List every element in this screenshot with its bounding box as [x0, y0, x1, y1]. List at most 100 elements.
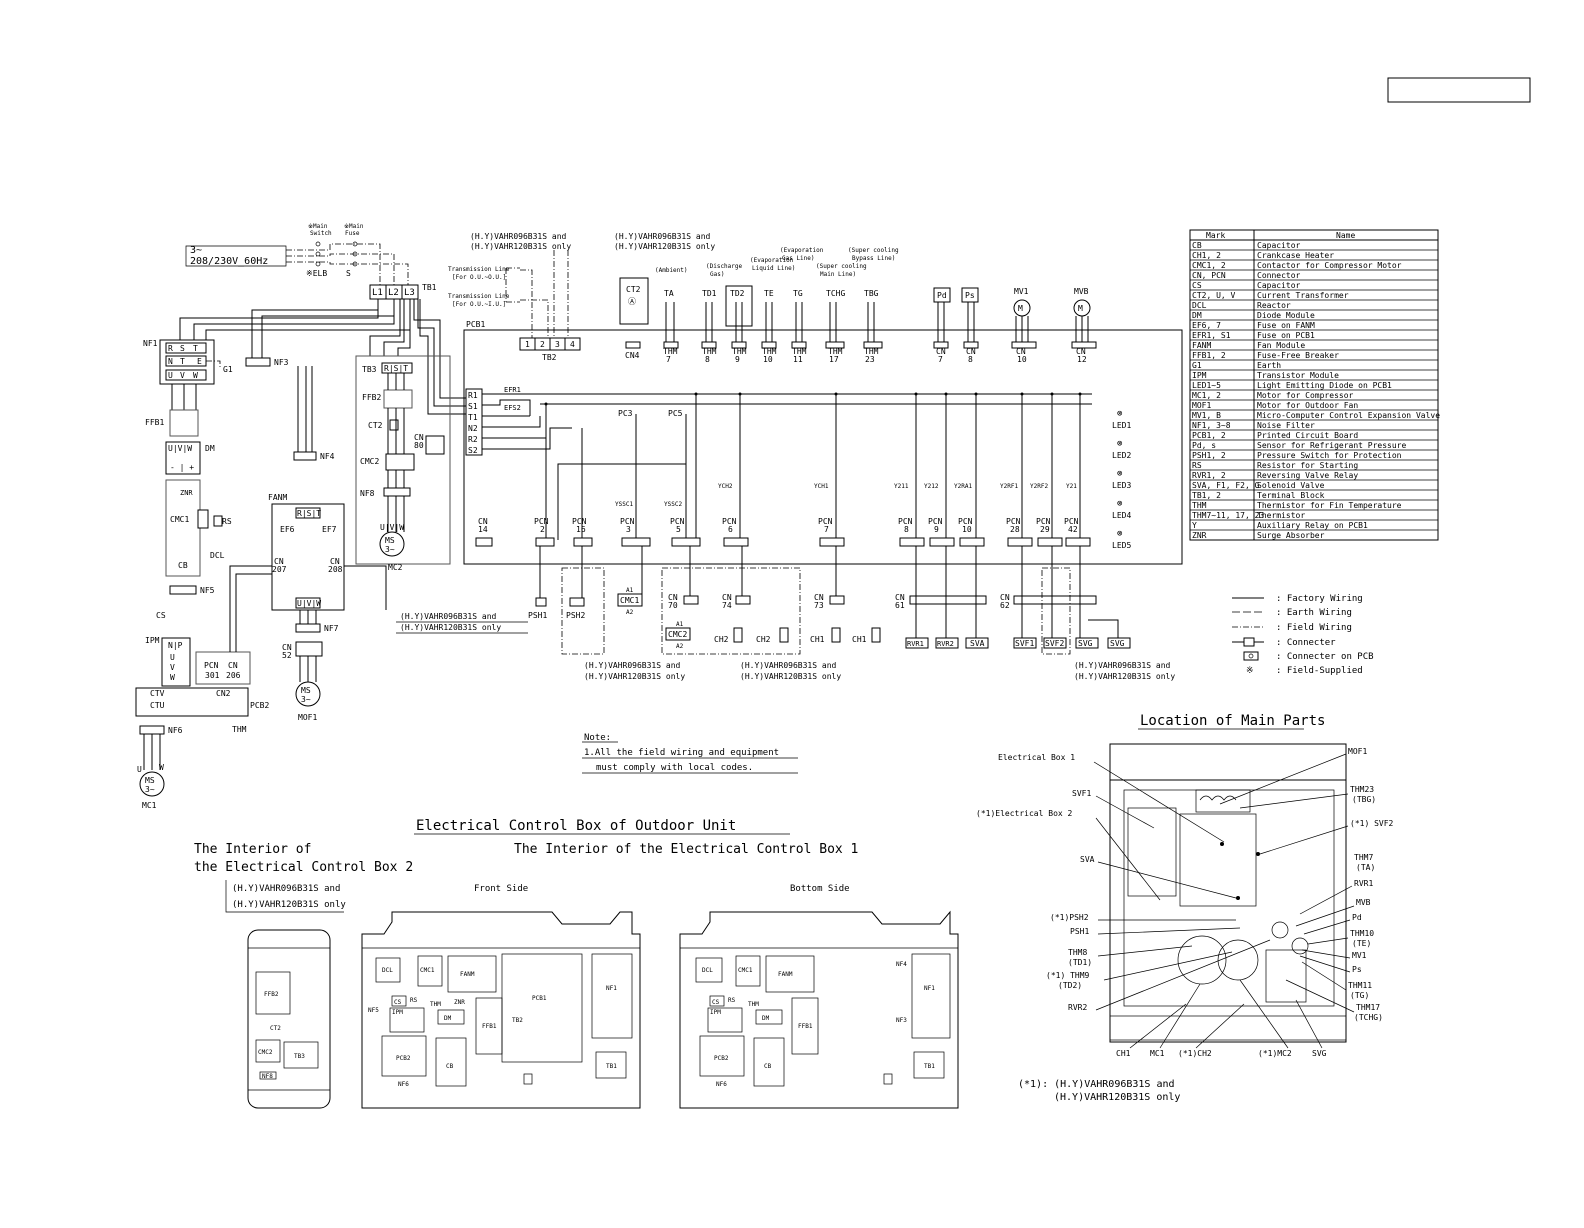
fanm-block: NF4 FANM R|S|T EF6 EF7 CN 207 CN 208 U|V… [229, 366, 387, 722]
svg-text:(H.Y)VAHR096B31S and: (H.Y)VAHR096B31S and [614, 232, 711, 241]
svg-text:U|V|W: U|V|W [297, 599, 321, 608]
svg-text:FFB2: FFB2 [264, 991, 279, 998]
svg-text:R2: R2 [468, 435, 478, 444]
mark-cell: TB1, 2 [1192, 491, 1221, 500]
svg-text:CB: CB [764, 1063, 772, 1070]
name-cell: Crankcase Heater [1257, 251, 1334, 260]
svg-text:(Super cooling: (Super cooling [816, 263, 867, 270]
svg-text:PSH2: PSH2 [566, 611, 585, 620]
svg-text:LED1: LED1 [1112, 421, 1131, 430]
svg-text:CH1: CH1 [852, 635, 867, 644]
mark-cell: CN, PCN [1192, 271, 1226, 280]
svg-text:Gas Line): Gas Line) [782, 255, 815, 262]
svg-text:V: V [170, 663, 175, 672]
svg-text:THM: THM [430, 1001, 441, 1008]
svg-text:YSSC2: YSSC2 [664, 501, 682, 508]
mark-cell: RVR1, 2 [1192, 471, 1226, 480]
front-side-label: Front Side [474, 884, 528, 894]
svg-text:PCN: PCN [928, 517, 943, 526]
svg-text:FFB1: FFB1 [798, 1023, 813, 1030]
svg-text:: Factory Wiring: : Factory Wiring [1276, 594, 1363, 604]
svg-text:LED2: LED2 [1112, 451, 1131, 460]
name-cell: Printed Circuit Board [1257, 431, 1358, 440]
nf6 [139, 725, 165, 735]
svg-text:CN: CN [895, 593, 905, 602]
svg-text:(TD2): (TD2) [1058, 981, 1082, 990]
svg-text:(H.Y)VAHR096B31S and: (H.Y)VAHR096B31S and [1074, 661, 1171, 670]
svg-text:CH2: CH2 [756, 635, 771, 644]
top-sensors: (H.Y)VAHR096B31S and (H.Y)VAHR120B31S on… [448, 232, 1097, 364]
svg-text:Transmission Line: Transmission Line [448, 266, 510, 273]
svg-text:CMC1: CMC1 [420, 967, 435, 974]
svg-text:(Evaporation: (Evaporation [780, 247, 824, 254]
svg-text:(TBG): (TBG) [1352, 795, 1376, 804]
name-cell: Fan Module [1257, 341, 1305, 350]
svg-text:(Ambient): (Ambient) [655, 267, 688, 274]
name-cell: Motor for Compressor [1257, 391, 1354, 400]
svg-text:Electrical Box 1: Electrical Box 1 [998, 753, 1075, 762]
svg-text:THM7: THM7 [1354, 853, 1373, 862]
svg-text:LED5: LED5 [1112, 541, 1131, 550]
svg-text:(H.Y)VAHR120B31S only: (H.Y)VAHR120B31S only [232, 900, 346, 910]
svg-text:CMC2: CMC2 [360, 457, 379, 466]
svg-text:6: 6 [728, 525, 733, 534]
svg-text:(*1)MC2: (*1)MC2 [1258, 1049, 1292, 1058]
svg-text:4: 4 [570, 340, 575, 349]
svg-text:PC5: PC5 [668, 409, 683, 418]
svg-text:PCN: PCN [204, 661, 219, 670]
svg-text:11: 11 [793, 355, 803, 364]
svg-text:Ps: Ps [965, 291, 975, 300]
svg-text:CMC2: CMC2 [668, 630, 687, 639]
svg-text:CN: CN [966, 347, 976, 356]
svg-text:CS: CS [156, 611, 166, 620]
svg-text:CH1: CH1 [1116, 1049, 1131, 1058]
svg-text:NF1: NF1 [924, 985, 935, 992]
svg-text:- | +: - | + [170, 463, 194, 472]
s-label: S [346, 269, 351, 278]
name-cell: Capacitor [1257, 281, 1301, 290]
svg-text:U: U [170, 653, 175, 662]
name-cell: Reversing Valve Relay [1257, 471, 1358, 480]
location-footnote-2: (H.Y)VAHR120B31S only [1054, 1092, 1180, 1103]
svg-text:ZNR: ZNR [454, 999, 465, 1006]
svg-text:NF1: NF1 [143, 339, 158, 348]
svg-text:CN: CN [330, 557, 340, 566]
svg-text:CT2: CT2 [626, 285, 641, 294]
svg-text:R1: R1 [468, 391, 478, 400]
svg-text:THM: THM [748, 1001, 759, 1008]
svg-text:SVG: SVG [1078, 639, 1093, 648]
svg-text:CB: CB [446, 1063, 454, 1070]
name-cell: Sensor for Refrigerant Pressure [1257, 441, 1406, 450]
svg-text:CMC2: CMC2 [258, 1049, 273, 1056]
power-supply: 3~ 208/230V_60Hz ※Main Switch ※Main Fuse… [185, 223, 437, 300]
svg-text:TB3: TB3 [362, 365, 377, 374]
svg-text:2: 2 [540, 525, 545, 534]
svg-text:(H.Y)VAHR120B31S only: (H.Y)VAHR120B31S only [470, 242, 571, 251]
svg-text:T: T [193, 344, 198, 353]
svg-text:(Evaporation: (Evaporation [750, 257, 794, 264]
svg-text:EFR1: EFR1 [504, 386, 521, 394]
svg-text:(*1)Electrical Box 2: (*1)Electrical Box 2 [976, 809, 1073, 818]
svg-text:5: 5 [676, 525, 681, 534]
mark-cell: DM [1192, 311, 1202, 320]
svg-text:MOF1: MOF1 [298, 713, 317, 722]
svg-text:(*1)PSH2: (*1)PSH2 [1050, 913, 1089, 922]
svg-text:MS: MS [385, 536, 395, 545]
ipm [161, 637, 191, 687]
svg-text:: Earth Wiring: : Earth Wiring [1276, 608, 1352, 618]
main-fuse-label: ※Main [344, 223, 364, 230]
svg-text:A1: A1 [626, 587, 634, 594]
svg-text:YCH2: YCH2 [718, 483, 733, 490]
svg-text:E: E [197, 357, 202, 366]
supply-label-1: 3~ [190, 245, 202, 256]
svg-text:CN4: CN4 [625, 351, 640, 360]
svg-text:N2: N2 [468, 424, 478, 433]
main-switch-label: ※Main [308, 223, 328, 230]
svg-text:S: S [180, 344, 185, 353]
svg-text:MV1: MV1 [1352, 951, 1367, 960]
svg-text:N|P: N|P [168, 641, 183, 650]
svg-text:THM8: THM8 [1068, 948, 1087, 957]
mark-cell: CT2, U, V [1192, 291, 1236, 300]
mark-cell: THM [1192, 501, 1207, 510]
